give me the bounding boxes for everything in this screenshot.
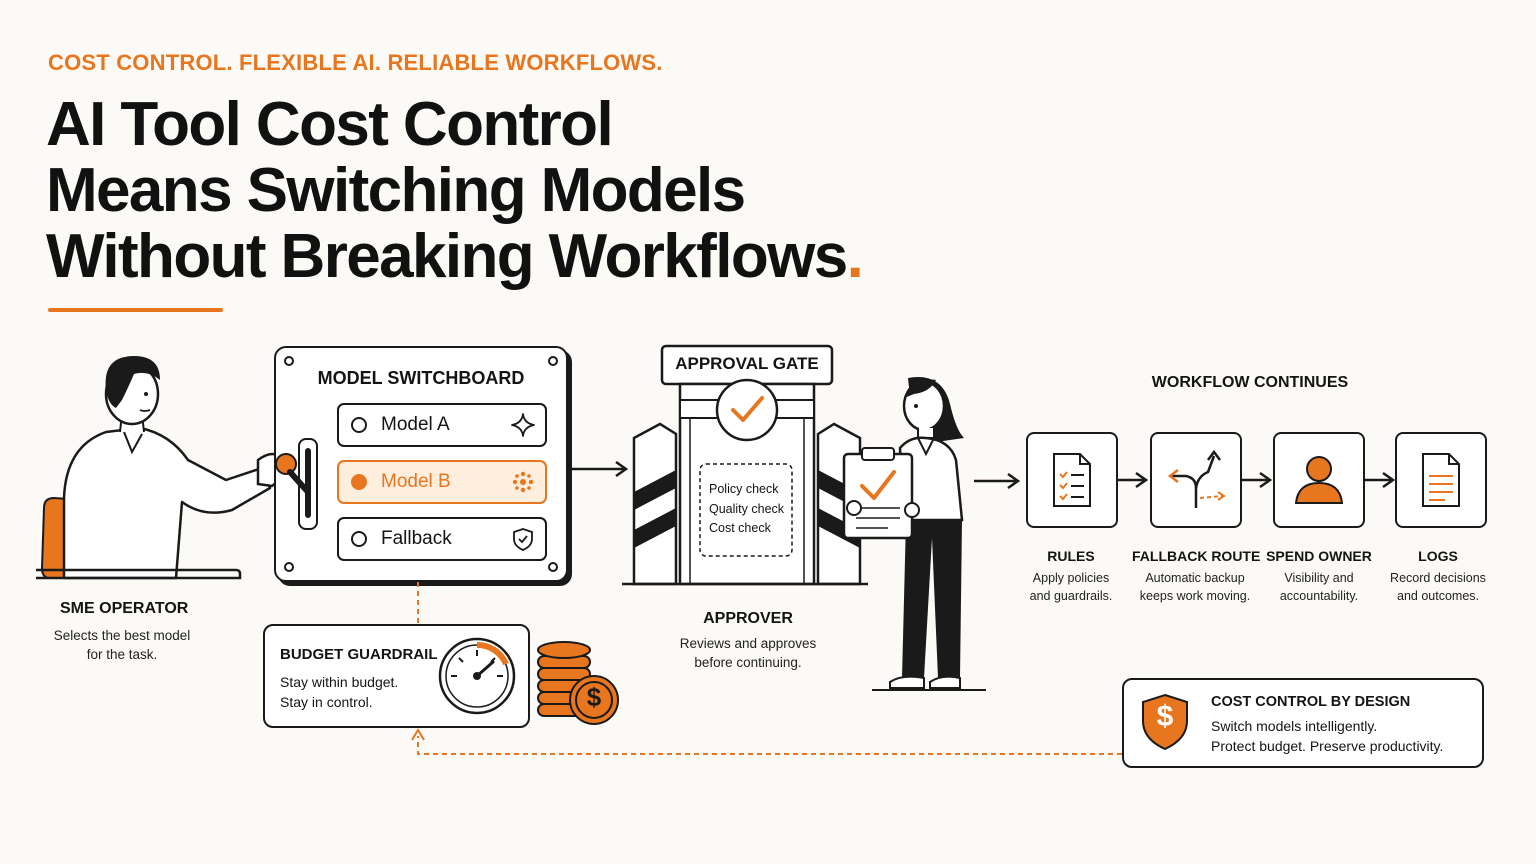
- screw-icon: [284, 356, 294, 366]
- approver-title: APPROVER: [703, 610, 793, 627]
- title-underline: [48, 308, 223, 312]
- fallback-radio[interactable]: [351, 531, 367, 547]
- sparkle-icon: [511, 413, 535, 437]
- budget-guardrail-card: BUDGET GUARDRAIL Stay within budget. Sta…: [263, 624, 530, 728]
- shield-check-icon: [513, 528, 533, 551]
- switch-knob-icon[interactable]: [274, 448, 314, 496]
- gate-check-item: Policy check: [709, 482, 779, 496]
- gate-check-item: Quality check: [709, 501, 785, 516]
- gate-check-item: Cost check: [709, 521, 771, 535]
- approval-gate-illustration: [622, 344, 868, 586]
- approver-illustration: [842, 377, 986, 691]
- model-b-label: Model B: [381, 471, 451, 492]
- title-accent-dot: .: [846, 222, 864, 291]
- operator-title: SME OPERATOR: [60, 600, 189, 617]
- arrow-to-workflow: [974, 472, 1021, 490]
- workflow-step-spend-owner: [1273, 432, 1365, 528]
- eyebrow-tagline: COST CONTROL. FLEXIBLE AI. RELIABLE WORK…: [48, 50, 663, 75]
- feedback-loop-connector: [411, 728, 1122, 755]
- route-split-icon: [1167, 449, 1226, 508]
- approver-desc: Reviews and approves before continuing.: [679, 636, 817, 670]
- page-title: AI Tool Cost Control Means Switching Mod…: [46, 90, 864, 291]
- model-a-radio[interactable]: [351, 417, 367, 433]
- screw-icon: [548, 562, 558, 572]
- budget-title: BUDGET GUARDRAIL: [280, 646, 438, 663]
- workflow-title: WORKFLOW CONTINUES: [1151, 374, 1349, 391]
- model-a-label: Model A: [381, 414, 450, 435]
- dashed-connector: [417, 582, 419, 624]
- budget-desc: Stay within budget. Stay in control.: [280, 674, 399, 710]
- step-caption-fallback-route: FALLBACK ROUTE Automatic backup keeps wo…: [1132, 548, 1261, 603]
- screw-icon: [284, 562, 294, 572]
- document-icon: [1422, 453, 1460, 507]
- step-caption-spend-owner: SPEND OWNER Visibility and accountabilit…: [1266, 548, 1372, 603]
- workflow-step-logs: [1395, 432, 1487, 528]
- checklist-icon: [1053, 453, 1091, 507]
- arrow-to-gate: [572, 460, 629, 478]
- model-b-radio[interactable]: [351, 474, 367, 490]
- title-line-3: Without Breaking Workflows.: [46, 222, 864, 291]
- operator-desc: Selects the best model for the task.: [53, 628, 191, 662]
- step-caption-logs: LOGS Record decisions and outcomes.: [1390, 548, 1486, 603]
- workflow-step-fallback-route: [1150, 432, 1242, 528]
- model-b-option[interactable]: Model B: [337, 460, 547, 504]
- arrow-fallback-to-owner: [1242, 471, 1273, 489]
- title-line-2: Means Switching Models: [46, 156, 746, 225]
- arrow-owner-to-logs: [1365, 471, 1396, 489]
- model-switchboard: MODEL SWITCHBOARD Model A Model B Fallba…: [274, 346, 568, 582]
- workflow-step-rules: [1026, 432, 1118, 528]
- gate-title: APPROVAL GATE: [675, 354, 819, 373]
- design-desc: Switch models intelligently. Protect bud…: [1211, 718, 1444, 754]
- coins-icon: [537, 641, 619, 725]
- screw-icon: [548, 356, 558, 366]
- title-line-1: AI Tool Cost Control: [46, 90, 614, 159]
- model-a-option[interactable]: Model A: [337, 403, 547, 447]
- switchboard-title: MODEL SWITCHBOARD: [317, 368, 525, 388]
- gauge-icon: [438, 637, 516, 715]
- cluster-icon: [512, 471, 534, 493]
- coin-dollar-symbol: $: [586, 682, 602, 712]
- step-caption-rules: RULES Apply policies and guardrails.: [1029, 548, 1113, 603]
- fallback-label: Fallback: [381, 528, 452, 549]
- shield-dollar-icon: [1142, 693, 1188, 751]
- arrow-rules-to-fallback: [1118, 471, 1149, 489]
- cost-control-design-card: $ COST CONTROL BY DESIGN Switch models i…: [1122, 678, 1484, 768]
- fallback-option[interactable]: Fallback: [337, 517, 547, 561]
- operator-illustration: [36, 356, 286, 580]
- person-icon: [1294, 456, 1344, 504]
- design-title: COST CONTROL BY DESIGN: [1211, 694, 1411, 710]
- shield-dollar-symbol: $: [1156, 700, 1174, 733]
- gate-checklist: Policy check Quality check Cost check: [709, 480, 784, 539]
